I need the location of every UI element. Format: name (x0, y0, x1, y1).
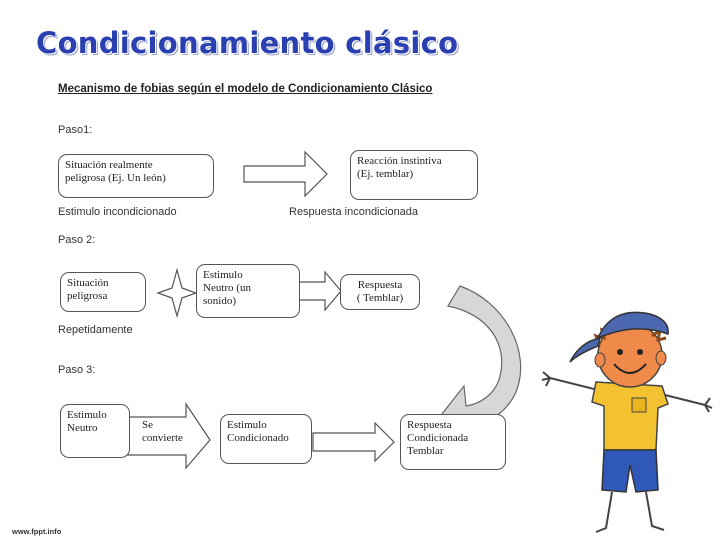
footer-url: www.fppt.info (12, 527, 62, 536)
step2-star (156, 267, 198, 319)
step1-box-unconditioned: Situación realmente peligrosa (Ej. Un le… (58, 154, 214, 198)
child-illustration (541, 311, 713, 533)
step2-box-stimulus: Estimulo Neutro (un sonido) (196, 264, 300, 318)
step1-label: Paso1: (58, 124, 93, 136)
step2-caption-repeat: Repetidamente (58, 324, 133, 336)
diagram-heading: Mecanismo de fobias según el modelo de C… (58, 83, 433, 95)
step2-box-response: Respuesta ( Temblar) (340, 274, 420, 310)
step3-box-neutral: Estimulo Neutro (60, 404, 130, 458)
diagram-panel: Mecanismo de fobias según el modelo de C… (50, 74, 530, 496)
step3-box-response: Respuesta Condicionada Temblar (400, 414, 506, 470)
step3-arrow-text: Se convierte (142, 419, 183, 444)
step2-box-situation: Situación peligrosa (60, 272, 146, 312)
step2-label: Paso 2: (58, 234, 96, 246)
step1-caption-stimulus: Estimulo incondicionado (58, 206, 177, 218)
step1-arrow (243, 150, 328, 198)
step3-label: Paso 3: (58, 364, 96, 376)
step1-box-instinct: Reacción instintiva (Ej. temblar) (350, 150, 478, 200)
step3-convert-arrow (127, 402, 211, 470)
step1-caption-response: Respuesta incondicionada (289, 206, 419, 218)
step3-arrow (312, 421, 395, 463)
slide-title: Condicionamiento clásico (36, 26, 459, 60)
step3-box-conditioned: Estimulo Condicionado (220, 414, 312, 464)
